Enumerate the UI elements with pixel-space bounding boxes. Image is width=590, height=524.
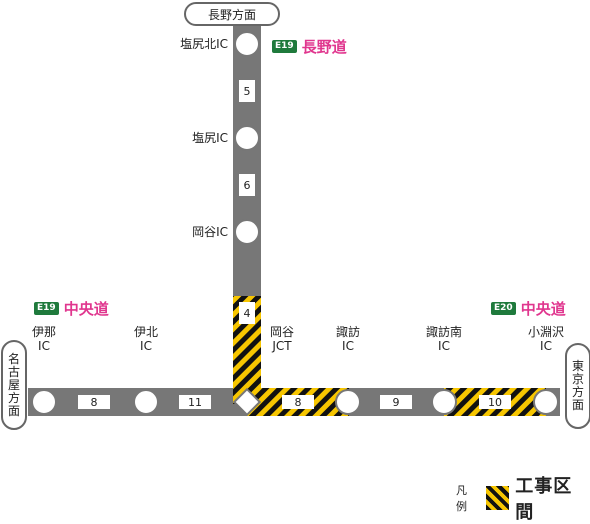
label-okaya-jct: 岡谷 JCT [269, 325, 294, 353]
label-ihoku-ic: 伊北 IC [133, 325, 158, 353]
node-ihoku-ic[interactable] [133, 389, 159, 415]
route-nagano-expressway: E19 長野道 [272, 36, 347, 57]
route-badge: E19 [34, 302, 59, 315]
node-kobuchizawa-ic[interactable] [533, 389, 559, 415]
route-badge: E19 [272, 40, 297, 53]
node-suwa-ic[interactable] [335, 389, 361, 415]
route-name: 中央道 [63, 300, 109, 318]
segment-label: 4 [239, 302, 255, 324]
destination-nagoya: 名 古 屋 方 面 [1, 340, 27, 430]
route-name: 長野道 [301, 38, 347, 56]
destination-tokyo: 東 京 方 面 [565, 343, 590, 429]
route-badge: E20 [491, 302, 516, 315]
node-shiojiri-kita-ic[interactable] [234, 31, 260, 57]
label-suwa-minami-ic: 諏訪南 IC [425, 325, 462, 353]
label-shiojiri-ic: 塩尻IC [192, 131, 228, 145]
segment-label: 5 [239, 80, 255, 102]
construction-hatch-swatch [485, 486, 510, 510]
legend-label: 工事区間 [515, 476, 573, 523]
label-ina-ic: 伊那 IC [31, 325, 56, 353]
node-okaya-ic[interactable] [234, 219, 260, 245]
node-suwa-minami-ic[interactable] [431, 389, 457, 415]
route-chuo-east: E20 中央道 [491, 298, 566, 319]
segment-label: 8 [282, 395, 314, 409]
label-suwa-ic: 諏訪 IC [335, 325, 360, 353]
legend: 凡例 工事区間 [456, 472, 590, 524]
node-okaya-jct[interactable] [232, 387, 262, 417]
label-shiojiri-kita-ic: 塩尻北IC [180, 37, 228, 51]
segment-label: 11 [179, 395, 211, 409]
route-map [28, 24, 560, 417]
segment-label: 6 [239, 174, 255, 196]
destination-nagano: 長野方面 [184, 2, 280, 26]
legend-caption: 凡例 [456, 484, 467, 513]
node-ina-ic[interactable] [31, 389, 57, 415]
label-kobuchizawa-ic: 小淵沢 IC [527, 325, 564, 353]
label-okaya-ic: 岡谷IC [192, 225, 228, 239]
segment-label: 9 [380, 395, 412, 409]
node-shiojiri-ic[interactable] [234, 125, 260, 151]
segment-label: 8 [78, 395, 110, 409]
route-chuo-west: E19 中央道 [34, 298, 109, 319]
route-name: 中央道 [520, 300, 566, 318]
segment-label: 10 [479, 395, 511, 409]
